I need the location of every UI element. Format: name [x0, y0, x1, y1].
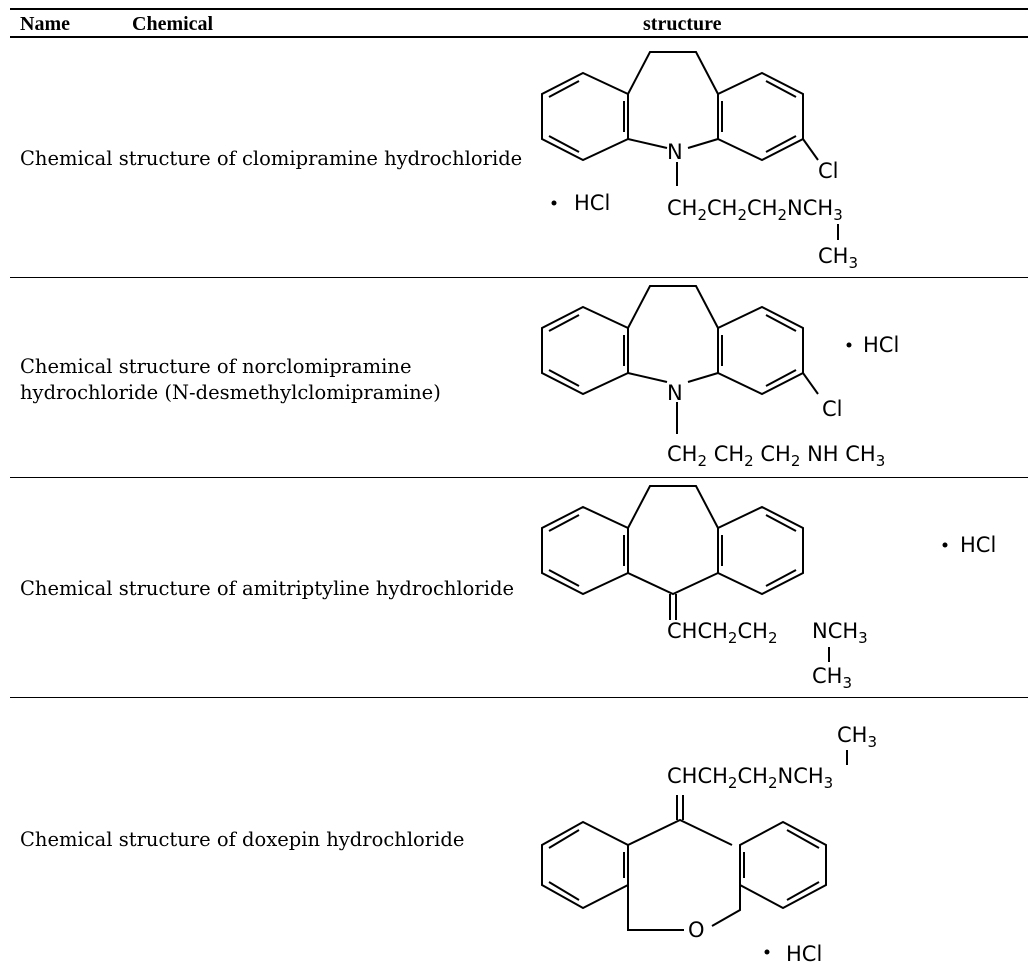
row-divider-1: [10, 277, 1028, 278]
norclomipramine-salt: HCl: [863, 333, 899, 357]
norclomipramine-bridge: [627, 285, 819, 434]
clomipramine-bridge: [627, 51, 839, 240]
doxepin-bridge: [627, 795, 741, 931]
doxepin-right-ring: [739, 820, 827, 910]
doxepin-o-atom: O: [688, 918, 705, 942]
row-3-chemical: Chemical structure of amitriptyline hydr…: [20, 576, 514, 602]
clomipramine-methyl: CH3: [818, 244, 858, 272]
clomipramine-left-ring: [541, 71, 629, 162]
doxepin-left-ring: [541, 820, 629, 910]
header-chemical: Chemical: [132, 13, 214, 35]
amitriptyline-bridge: [627, 485, 830, 662]
header-name: Name: [20, 13, 70, 35]
row-divider-3: [10, 697, 1028, 698]
amitriptyline-methyl: CH3: [812, 664, 852, 692]
row-2-line-1: Chemical structure of norclomipramine: [20, 355, 412, 378]
header-bottom-rule: [10, 36, 1028, 38]
doxepin-methyl: CH3: [837, 723, 877, 751]
doxepin-salt: HCl: [786, 942, 822, 966]
row-1-line-1: Chemical structure of clomipramine hydro…: [20, 147, 523, 170]
amitriptyline-salt-dot: [942, 542, 948, 548]
norclomipramine-structure: N Cl HCl CH2 CH2 CH2 NH CH3: [541, 285, 899, 470]
amitriptyline-right-ring: [717, 505, 804, 596]
norclomipramine-left-ring: [541, 305, 629, 396]
row-4-line-1: Chemical structure of doxepin hydrochlor…: [20, 828, 465, 851]
row-2-chemical: Chemical structure of norclomipramine hy…: [20, 354, 441, 406]
norclomipramine-salt-dot: [846, 342, 852, 348]
doxepin-structure: CH3 CHCH2CH2NCH3: [541, 723, 877, 966]
header-structure: structure: [643, 13, 722, 35]
clomipramine-right-ring: [717, 71, 804, 162]
doxepin-side-chain: CHCH2CH2NCH3: [667, 764, 833, 792]
clomipramine-salt: HCl: [574, 191, 610, 215]
clomipramine-cl-atom: Cl: [818, 159, 839, 183]
clomipramine-n-atom: N: [667, 140, 683, 164]
norclomipramine-right-ring: [717, 305, 804, 396]
amitriptyline-side-chain: CHCH2CH2: [667, 619, 777, 647]
norclomipramine-side-chain: CH2 CH2 CH2 NH CH3: [667, 442, 885, 470]
amitriptyline-left-ring: [541, 505, 629, 596]
row-divider-2: [10, 477, 1028, 478]
amitriptyline-salt: HCl: [960, 533, 996, 557]
clomipramine-structure: N Cl HCl CH2CH2CH2NCH3 CH3: [541, 51, 858, 272]
row-4-chemical: Chemical structure of doxepin hydrochlor…: [20, 827, 464, 853]
amitriptyline-structure: HCl CHCH2CH2 NCH3 CH3: [541, 485, 996, 692]
norclomipramine-n-atom: N: [667, 381, 683, 405]
norclomipramine-cl-atom: Cl: [822, 397, 843, 421]
doxepin-salt-dot: [764, 949, 770, 955]
clomipramine-side-chain: CH2CH2CH2NCH3: [667, 196, 843, 224]
amitriptyline-amine: NCH3: [812, 619, 868, 647]
row-2-line-2: hydrochloride (N-desmethylclomipramine): [20, 381, 441, 404]
row-1-chemical: Chemical structure of clomipramine hydro…: [20, 146, 522, 172]
row-3-line-1: Chemical structure of amitriptyline hydr…: [20, 577, 514, 600]
table-top-rule: [10, 8, 1028, 10]
clomipramine-salt-dot: [551, 200, 557, 206]
